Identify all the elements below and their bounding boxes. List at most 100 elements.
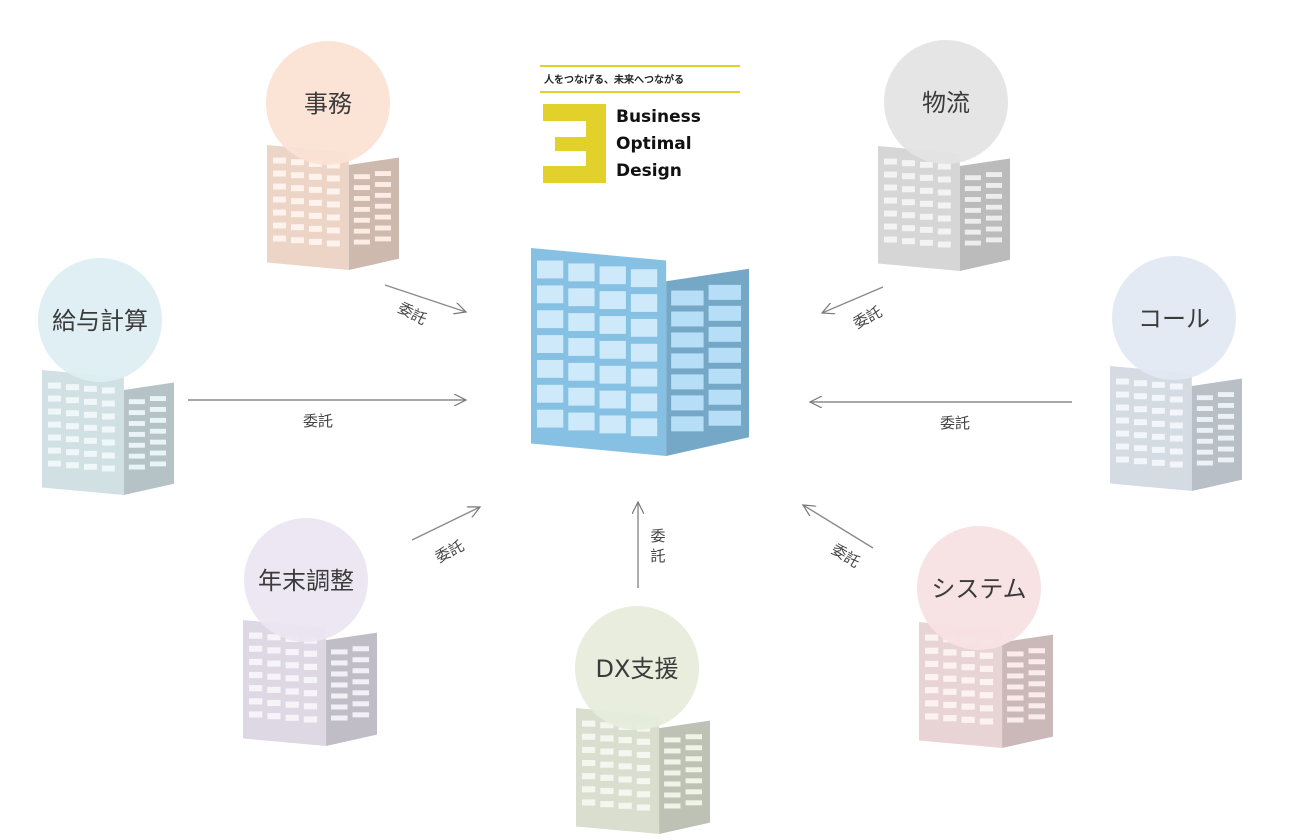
building-window xyxy=(937,228,951,235)
building-window xyxy=(267,673,281,680)
building-window xyxy=(1151,394,1165,401)
building-window xyxy=(937,176,951,183)
building-window xyxy=(128,399,145,405)
building-window xyxy=(919,226,933,233)
building-window xyxy=(374,236,391,242)
building-window xyxy=(83,463,97,470)
building-window xyxy=(925,700,939,707)
building-window xyxy=(1217,457,1234,463)
building-window xyxy=(1151,420,1165,427)
building-window xyxy=(685,756,702,762)
building-window xyxy=(48,421,61,428)
building-window xyxy=(600,748,614,755)
edge-label: 委託 xyxy=(395,299,430,329)
bubble-label-call: コール xyxy=(1138,305,1210,333)
building-window xyxy=(618,776,632,783)
building-window xyxy=(290,172,304,179)
building-window xyxy=(1196,427,1213,433)
building-window xyxy=(630,318,658,337)
building-window xyxy=(985,182,1002,188)
building-window xyxy=(537,409,564,428)
building-window xyxy=(884,236,897,243)
building-butsuryu xyxy=(878,146,1010,271)
edge-label: 委託 xyxy=(650,527,665,565)
building-window xyxy=(671,311,704,327)
building-window xyxy=(1007,706,1024,712)
building-window xyxy=(537,384,564,403)
building-window xyxy=(1028,648,1045,654)
edge-label: 委託 xyxy=(303,412,333,430)
building-window xyxy=(65,384,79,391)
building-window xyxy=(919,174,933,181)
building-window xyxy=(985,172,1002,177)
building-window xyxy=(128,464,145,470)
building-window xyxy=(1169,396,1183,403)
bubble-jimu xyxy=(266,41,390,165)
building-window xyxy=(1169,422,1183,429)
building-window xyxy=(636,764,651,772)
building-window xyxy=(1116,456,1129,463)
building-window xyxy=(1133,445,1147,452)
building-window xyxy=(884,184,897,191)
building-window xyxy=(599,365,626,384)
building-window xyxy=(308,238,322,245)
building-window xyxy=(1217,424,1234,430)
building-window xyxy=(1151,433,1165,440)
building-window xyxy=(964,197,981,202)
building-window xyxy=(48,460,61,467)
building-window xyxy=(600,801,614,808)
building-window xyxy=(326,214,340,221)
building-window xyxy=(708,368,741,384)
building-window xyxy=(1007,651,1024,657)
building-window xyxy=(537,285,564,304)
building-window xyxy=(331,682,348,688)
building-window xyxy=(1028,681,1045,687)
building-window xyxy=(901,212,915,219)
building-window xyxy=(352,690,369,696)
building-window xyxy=(901,186,915,193)
building-window xyxy=(1116,443,1129,450)
building-window xyxy=(48,408,61,415)
building-window xyxy=(664,792,681,798)
building-window xyxy=(149,450,166,456)
node-kyuyo: 給与計算 xyxy=(38,258,174,495)
building-window xyxy=(630,368,658,387)
node-nenmatsu: 年末調整 xyxy=(243,518,377,746)
building-window xyxy=(919,213,933,220)
building-window xyxy=(273,222,286,229)
building-window xyxy=(708,326,741,342)
building-window xyxy=(285,688,299,695)
building-window xyxy=(285,675,299,682)
building-window xyxy=(537,335,564,353)
building-window xyxy=(273,235,286,242)
building-window xyxy=(331,671,348,677)
bubble-kyuyo xyxy=(38,258,162,382)
building-window xyxy=(961,716,975,723)
buildings: 事務物流給与計算コール年末調整DX支援システム xyxy=(38,40,1242,834)
building-window xyxy=(925,673,939,681)
building-window xyxy=(326,201,340,208)
building-window xyxy=(884,197,897,204)
building-window xyxy=(1217,392,1234,397)
building-window xyxy=(979,705,994,712)
building-window xyxy=(568,313,595,332)
building-window xyxy=(937,241,951,248)
node-system: システム xyxy=(917,526,1053,748)
logo-word-1: Business xyxy=(616,107,701,127)
building-window xyxy=(568,263,595,282)
building-window xyxy=(600,722,614,729)
building-window xyxy=(1196,460,1213,466)
building-window xyxy=(937,189,951,196)
building-window xyxy=(65,423,79,430)
building-window xyxy=(128,442,145,448)
building-window xyxy=(308,212,322,219)
building-window xyxy=(331,693,348,699)
building-window xyxy=(568,412,595,431)
building-window xyxy=(961,664,975,671)
building-window xyxy=(1007,695,1024,701)
building-window xyxy=(599,390,626,409)
building-window xyxy=(1028,670,1045,676)
building-window xyxy=(249,658,263,665)
building-window xyxy=(1151,407,1165,414)
building-window xyxy=(961,703,975,710)
